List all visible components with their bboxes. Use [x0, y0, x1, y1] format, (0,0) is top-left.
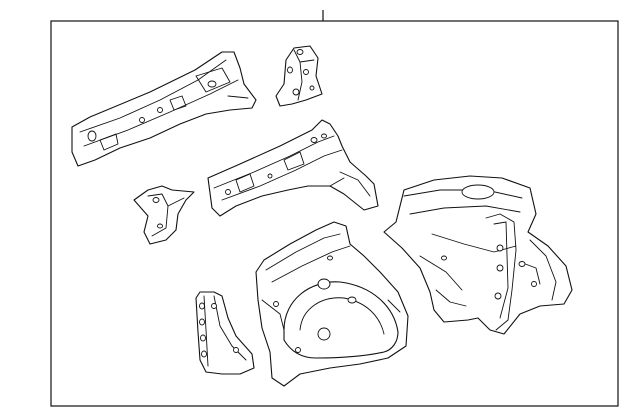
lower-reinforcement-bracket	[195, 291, 255, 375]
wheelhouse-apron-right	[383, 175, 573, 335]
wheelhouse-apron-left	[255, 221, 409, 387]
diagram-frame	[50, 20, 619, 407]
small-bracket-top	[275, 45, 323, 107]
rail-extension-bracket	[133, 185, 195, 245]
front-side-rail-left	[71, 51, 257, 167]
front-side-rail-center	[207, 119, 379, 217]
